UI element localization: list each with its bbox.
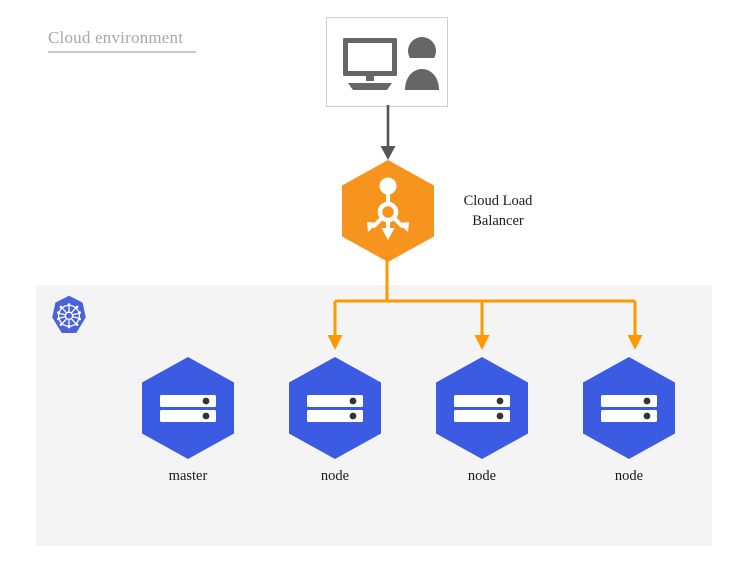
cluster-node-2[interactable] bbox=[436, 357, 528, 459]
client-icons-group bbox=[343, 37, 439, 90]
load-balancer-label-line-1: Cloud Load bbox=[463, 193, 533, 209]
load-balancer-node[interactable] bbox=[342, 160, 434, 262]
cluster-node-label: node bbox=[320, 468, 350, 484]
load-balancer-icon bbox=[367, 177, 409, 240]
monitor-icon bbox=[343, 38, 397, 90]
kubernetes-logo-icon bbox=[49, 295, 89, 335]
server-icon bbox=[307, 395, 363, 422]
server-icon bbox=[454, 395, 510, 422]
cluster-node-3[interactable] bbox=[583, 357, 675, 459]
cluster-node-label: master bbox=[168, 468, 208, 484]
cluster-node-label: node bbox=[467, 468, 497, 484]
load-balancer-to-nodes-connector bbox=[327, 258, 643, 350]
cluster-node-label: node bbox=[614, 468, 644, 484]
cluster-node-master[interactable] bbox=[142, 357, 234, 459]
server-icon bbox=[601, 395, 657, 422]
user-icon bbox=[405, 37, 439, 90]
title-underline bbox=[48, 51, 196, 53]
cluster-node-1[interactable] bbox=[289, 357, 381, 459]
load-balancer-label-line-2: Balancer bbox=[472, 213, 524, 229]
client-to-load-balancer-arrow bbox=[380, 105, 396, 160]
server-icon bbox=[160, 395, 216, 422]
page-title: Cloud environment bbox=[48, 28, 184, 47]
client-box bbox=[326, 17, 448, 107]
